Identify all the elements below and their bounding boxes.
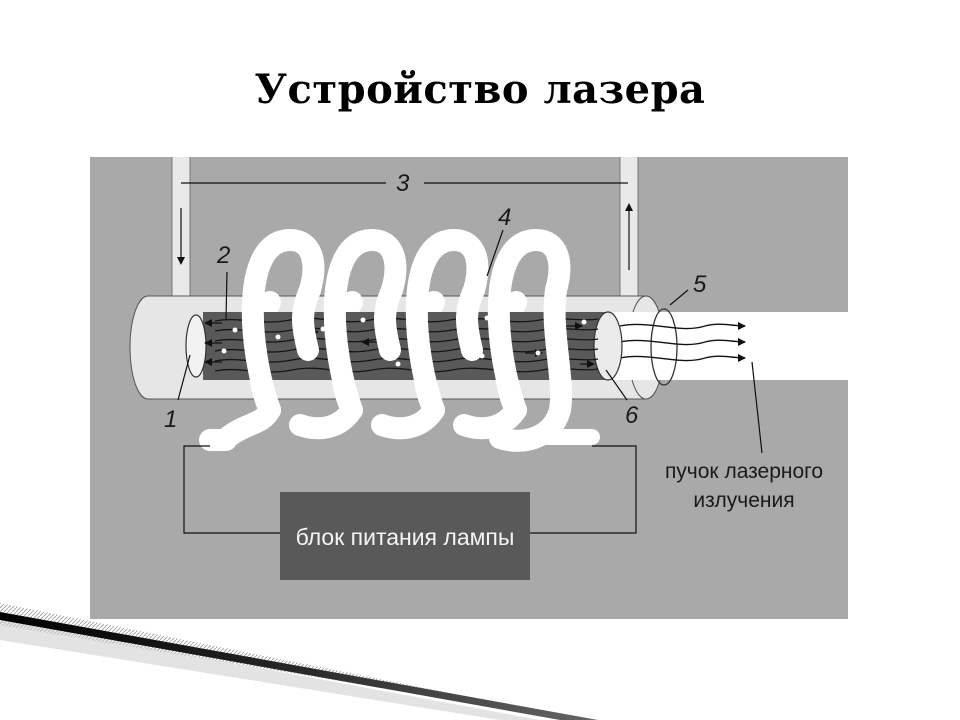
- beam-label-line1: пучок лазерного: [665, 460, 823, 483]
- power-supply-box: [280, 492, 530, 580]
- leader-lines: [177, 229, 689, 401]
- corner-decoration: [0, 603, 598, 720]
- slide-title: Устройство лазера: [254, 66, 706, 113]
- flash-lamp: [217, 228, 573, 452]
- beam-label-line2: излучения: [693, 489, 794, 512]
- label-5: 5: [693, 271, 707, 298]
- beam-pointer-line: [751, 361, 763, 454]
- front-mirror: [593, 311, 623, 381]
- label-6: 6: [625, 402, 639, 429]
- rear-mirror: [185, 314, 207, 378]
- label-4: 4: [498, 204, 511, 231]
- output-lens: [650, 308, 678, 386]
- laser-beam: [612, 308, 848, 386]
- power-circuit: [183, 445, 637, 534]
- power-supply-label: блок питания лампы: [296, 524, 515, 550]
- label-3: 3: [396, 170, 410, 197]
- label-1: 1: [164, 406, 177, 433]
- coolant-flow-marker: [177, 182, 633, 270]
- label-2: 2: [216, 242, 230, 269]
